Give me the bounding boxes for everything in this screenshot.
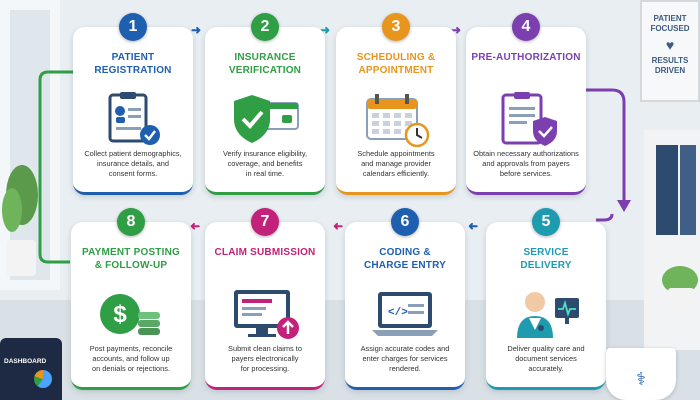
step-title-line: CODING & <box>379 247 431 258</box>
step-description: Verify insurance eligibility,coverage, a… <box>211 149 319 179</box>
step-title-line: SERVICE <box>523 247 569 258</box>
poster-line: DRIVEN <box>654 66 686 75</box>
step-title-line: & FOLLOW-UP <box>94 260 168 271</box>
step-description-line: enter charges for services <box>362 354 448 363</box>
step-description-line: calendars efficiently. <box>362 169 430 178</box>
step-description-line: for processing. <box>240 364 290 373</box>
clipboard-check-icon <box>108 92 160 145</box>
step-title: PRE-AUTHORIZATION <box>466 51 586 64</box>
poster-line: RESULTS <box>651 56 689 65</box>
step-description-line: Submit clean claims to <box>228 344 302 353</box>
step-description-line: insurance details, and <box>97 159 169 168</box>
laptop-code-icon: </> <box>372 292 438 336</box>
step-description-line: and manage provider <box>361 159 431 168</box>
step-description-line: coverage, and benefits <box>227 159 303 168</box>
step-title-line: PRE-AUTHORIZATION <box>471 52 581 63</box>
step-title: CLAIM SUBMISSION <box>205 246 325 259</box>
pie-chart-icon <box>34 370 52 388</box>
step-description-line: accounts, and follow up <box>92 354 170 363</box>
svg-text:</>: </> <box>388 307 408 319</box>
step-number-badge: 8 <box>117 208 145 236</box>
step-title-line: REGISTRATION <box>94 65 172 76</box>
step-number-badge: 6 <box>391 208 419 236</box>
step-description-line: Obtain necessary authorizations <box>473 149 579 158</box>
step-number-badge: 2 <box>251 13 279 41</box>
step-title-line: INSURANCE <box>234 52 296 63</box>
doctor-monitor-icon <box>517 292 579 338</box>
step-description-line: before services. <box>499 169 553 178</box>
dollar-coins-icon: $ <box>100 294 160 335</box>
step-title-line: DELIVERY <box>520 260 572 271</box>
step-number-badge: 5 <box>532 208 560 236</box>
step-number-badge: 3 <box>382 13 410 41</box>
monitor-upload-icon <box>234 290 299 339</box>
poster-line: PATIENT <box>653 14 687 23</box>
step-description-line: document services <box>515 354 577 363</box>
wall-poster: PATIENT FOCUSED ♥ RESULTS DRIVEN <box>640 0 700 102</box>
step-number-badge: 7 <box>251 208 279 236</box>
step-description-line: in real time. <box>245 169 285 178</box>
step-description-line: consent forms. <box>108 169 158 178</box>
step-number-badge: 1 <box>119 13 147 41</box>
caduceus-icon: ⚕ <box>636 369 646 389</box>
dashboard-tablet: DASHBOARD <box>0 338 62 400</box>
step-description-line: Verify insurance eligibility, <box>222 149 308 158</box>
coffee-mug: ⚕ <box>606 348 676 400</box>
step-description-line: and approvals from payers <box>482 159 570 168</box>
step-title-line: APPOINTMENT <box>358 65 434 76</box>
arrow-1-2: ➜ <box>191 23 202 37</box>
step-description-line: Collect patient demographics, <box>84 149 182 158</box>
step-description: Collect patient demographics,insurance d… <box>79 149 187 179</box>
step-title: SCHEDULING & APPOINTMENT <box>336 51 456 77</box>
arrow-6-7: ➜ <box>333 219 344 233</box>
arrow-7-8: ➜ <box>190 219 201 233</box>
step-title: INSURANCE VERIFICATION <box>205 51 325 77</box>
step-title-line: VERIFICATION <box>228 65 302 76</box>
step-title: PAYMENT POSTING & FOLLOW-UP <box>71 246 191 272</box>
step-title-line: SCHEDULING & <box>356 52 436 63</box>
arrow-2-3: ➜ <box>320 23 331 37</box>
step-title-line: CLAIM SUBMISSION <box>214 247 316 258</box>
svg-text:$: $ <box>113 301 127 328</box>
heart-icon: ♥ <box>665 37 675 53</box>
step-title: SERVICE DELIVERY <box>486 246 606 272</box>
step-number-badge: 4 <box>512 13 540 41</box>
step-title-line: PATIENT <box>111 52 155 63</box>
clipboard-shield-icon <box>501 92 557 146</box>
step-description-line: on denials or rejections. <box>91 364 171 373</box>
step-description-line: rendered. <box>389 364 421 373</box>
step-title: CODING & CHARGE ENTRY <box>345 246 465 272</box>
step-description-line: payers electronically <box>231 354 299 363</box>
step-description-line: Post payments, reconcile <box>89 344 173 353</box>
tablet-label: DASHBOARD <box>4 358 47 365</box>
shield-card-icon <box>234 95 299 143</box>
step-title-line: PAYMENT POSTING <box>81 247 180 258</box>
poster-line: FOCUSED <box>650 24 690 33</box>
step-description-line: accurately. <box>528 364 564 373</box>
step-title: PATIENT REGISTRATION <box>73 51 193 77</box>
arrow-3-4: ➜ <box>451 23 462 37</box>
step-description-line: Schedule appointments <box>357 149 435 158</box>
step-title-line: CHARGE ENTRY <box>363 260 447 271</box>
step-description-line: Deliver quality care and <box>507 344 585 353</box>
calendar-clock-icon <box>366 94 430 147</box>
arrow-5-6: ➜ <box>468 219 479 233</box>
step-description-line: Assign accurate codes and <box>360 344 450 353</box>
